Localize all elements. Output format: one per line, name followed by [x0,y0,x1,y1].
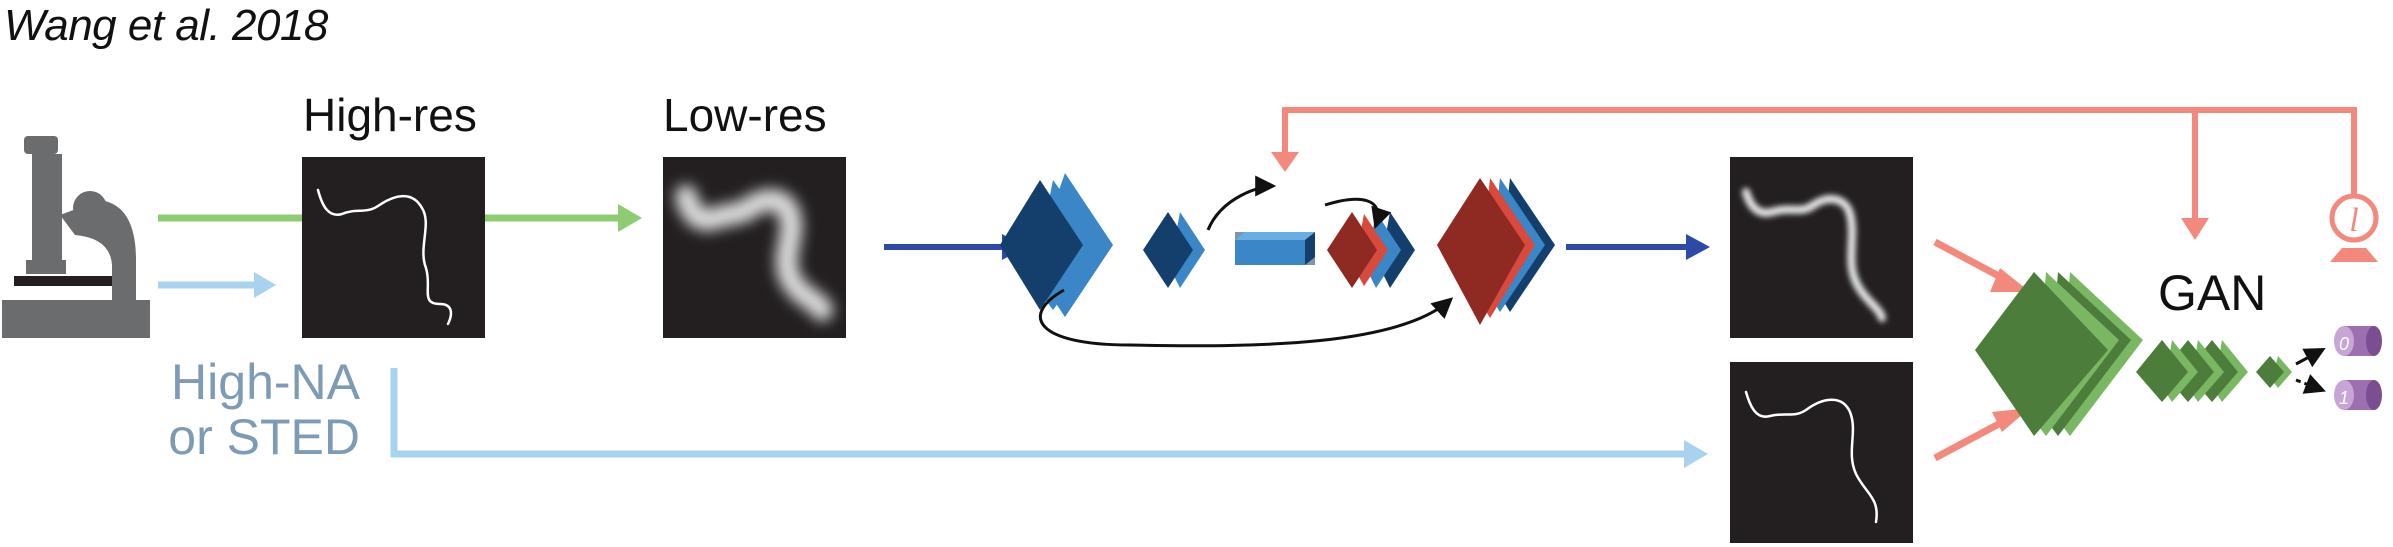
citation: Wang et al. 2018 [4,1,328,50]
output-cylinder-zero: 0 [2334,326,2382,356]
loss-feedback-loop [1271,107,2357,240]
decoder-block-large [1437,178,1555,325]
discriminator-network [1975,272,2326,436]
discriminator-output-arrows [2295,348,2326,394]
skip-connections [1038,175,1454,348]
output-one-label: 1 [2339,388,2349,408]
light-blue-input-arrow [158,272,276,298]
low-res-label: Low-res [663,89,827,141]
encoder-block-small [1143,212,1205,288]
discriminator-block-large [1975,272,2143,436]
generator-network [1000,173,1555,348]
generator-to-output-arrow [1566,234,1710,260]
microscope-label-line1: High-NA [171,354,360,410]
loss-icon: l [2329,193,2379,262]
output-zero-label: 0 [2339,334,2349,354]
encoder-block-large [1000,173,1113,317]
generated-output-image [1730,157,1913,338]
output-cylinder-one: 1 [2334,380,2382,410]
green-degradation-arrow [158,204,642,232]
ground-truth-path-arrow [390,368,1708,468]
decoder-block-small [1327,212,1415,288]
bottleneck-block [1235,232,1315,265]
high-res-label: High-res [303,89,477,141]
gan-label: GAN [2158,265,2267,321]
discriminator-blocks-small [2136,340,2292,402]
output-to-discriminator-arrows [1933,238,2030,462]
ground-truth-image [1730,362,1913,543]
microscope-label-line2: or STED [168,409,360,465]
loss-symbol: l [2349,202,2358,239]
low-res-image [663,157,846,338]
microscope-icon [2,136,150,338]
high-res-image [302,157,485,338]
